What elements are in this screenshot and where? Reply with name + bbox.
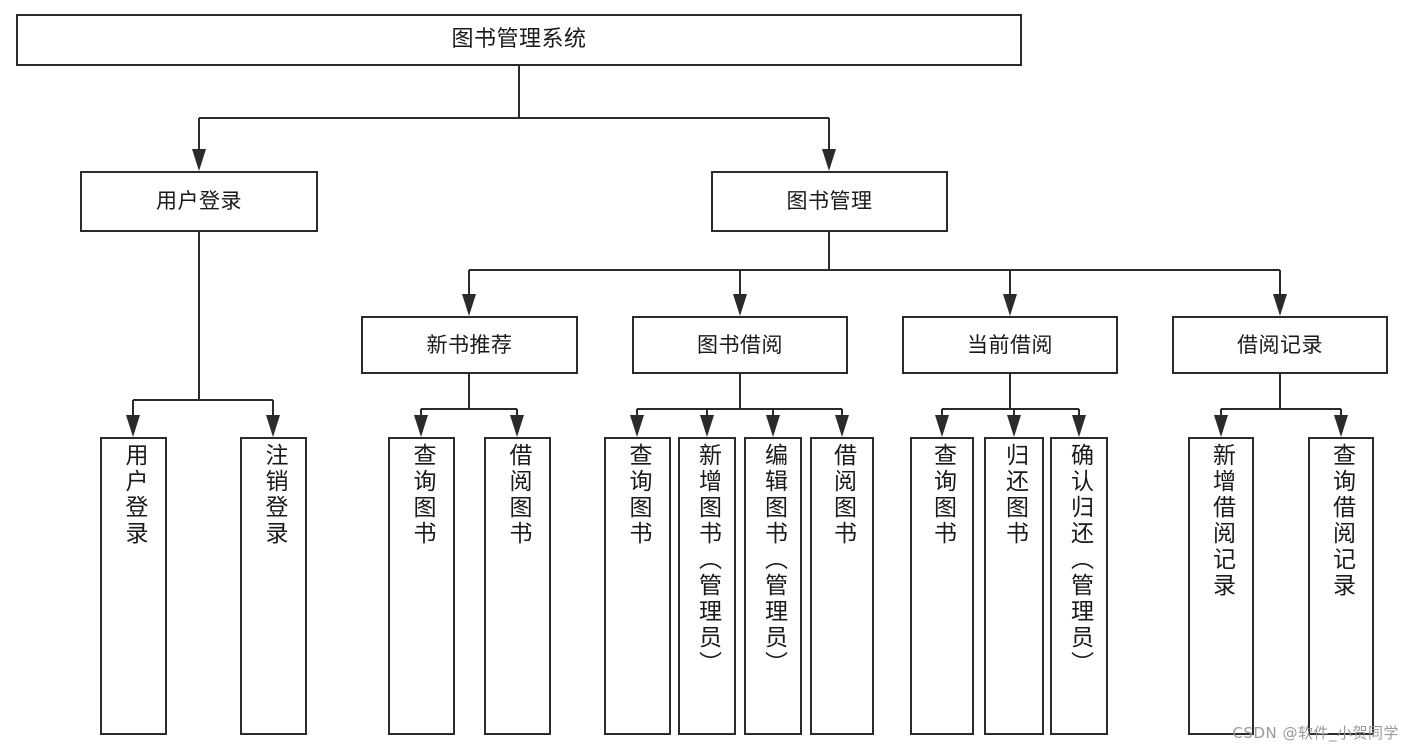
node-leaf-cur-return-label: 归还图书 [1001, 443, 1028, 547]
node-borrow-record[interactable]: 借阅记录 [1172, 316, 1388, 374]
node-leaf-user-logout-label: 注销登录 [261, 443, 287, 547]
node-leaf-borrow-add[interactable]: 新增图书（管理员） [678, 437, 736, 735]
node-leaf-borrow-edit-label: 编辑图书（管理员） [760, 443, 787, 677]
node-leaf-cur-return[interactable]: 归还图书 [984, 437, 1044, 735]
node-leaf-cur-confirm[interactable]: 确认归还（管理员） [1050, 437, 1108, 735]
node-book-manage[interactable]: 图书管理 [711, 171, 948, 232]
node-leaf-rec-borrow-label: 借阅图书 [505, 443, 531, 547]
node-leaf-rec-borrow[interactable]: 借阅图书 [484, 437, 551, 735]
node-leaf-borrow-lend[interactable]: 借阅图书 [810, 437, 874, 735]
node-user-login-label: 用户登录 [156, 189, 242, 214]
node-leaf-borrow-query-label: 查询图书 [625, 443, 651, 547]
node-leaf-cur-confirm-label: 确认归还（管理员） [1066, 443, 1093, 677]
node-borrow-record-label: 借阅记录 [1237, 332, 1323, 357]
watermark: CSDN @软件_小贺同学 [1232, 724, 1399, 742]
node-leaf-rec-query-label: 查询图书 [409, 443, 435, 547]
node-leaf-rec-query[interactable]: 查询图书 [388, 437, 455, 735]
node-book-borrow[interactable]: 图书借阅 [632, 316, 848, 374]
node-leaf-rec-search[interactable]: 查询借阅记录 [1308, 437, 1374, 735]
node-leaf-borrow-edit[interactable]: 编辑图书（管理员） [744, 437, 802, 735]
node-user-login[interactable]: 用户登录 [80, 171, 318, 232]
node-book-borrow-label: 图书借阅 [697, 332, 783, 357]
node-new-book-rec-label: 新书推荐 [426, 332, 513, 357]
node-leaf-rec-add[interactable]: 新增借阅记录 [1188, 437, 1254, 735]
node-book-manage-label: 图书管理 [786, 189, 873, 214]
node-leaf-borrow-query[interactable]: 查询图书 [604, 437, 671, 735]
node-leaf-user-login[interactable]: 用户登录 [100, 437, 167, 735]
node-leaf-cur-query[interactable]: 查询图书 [910, 437, 974, 735]
node-leaf-user-login-label: 用户登录 [121, 443, 147, 547]
node-leaf-borrow-add-label: 新增图书（管理员） [694, 443, 721, 677]
node-leaf-borrow-lend-label: 借阅图书 [829, 443, 856, 547]
node-root-label: 图书管理系统 [451, 27, 587, 53]
node-current-borrow[interactable]: 当前借阅 [902, 316, 1118, 374]
node-leaf-rec-search-label: 查询借阅记录 [1328, 443, 1355, 599]
node-root[interactable]: 图书管理系统 [16, 14, 1022, 66]
node-leaf-cur-query-label: 查询图书 [929, 443, 956, 547]
node-new-book-rec[interactable]: 新书推荐 [361, 316, 578, 374]
node-current-borrow-label: 当前借阅 [967, 332, 1053, 357]
node-leaf-rec-add-label: 新增借阅记录 [1208, 443, 1235, 599]
node-leaf-user-logout[interactable]: 注销登录 [240, 437, 307, 735]
